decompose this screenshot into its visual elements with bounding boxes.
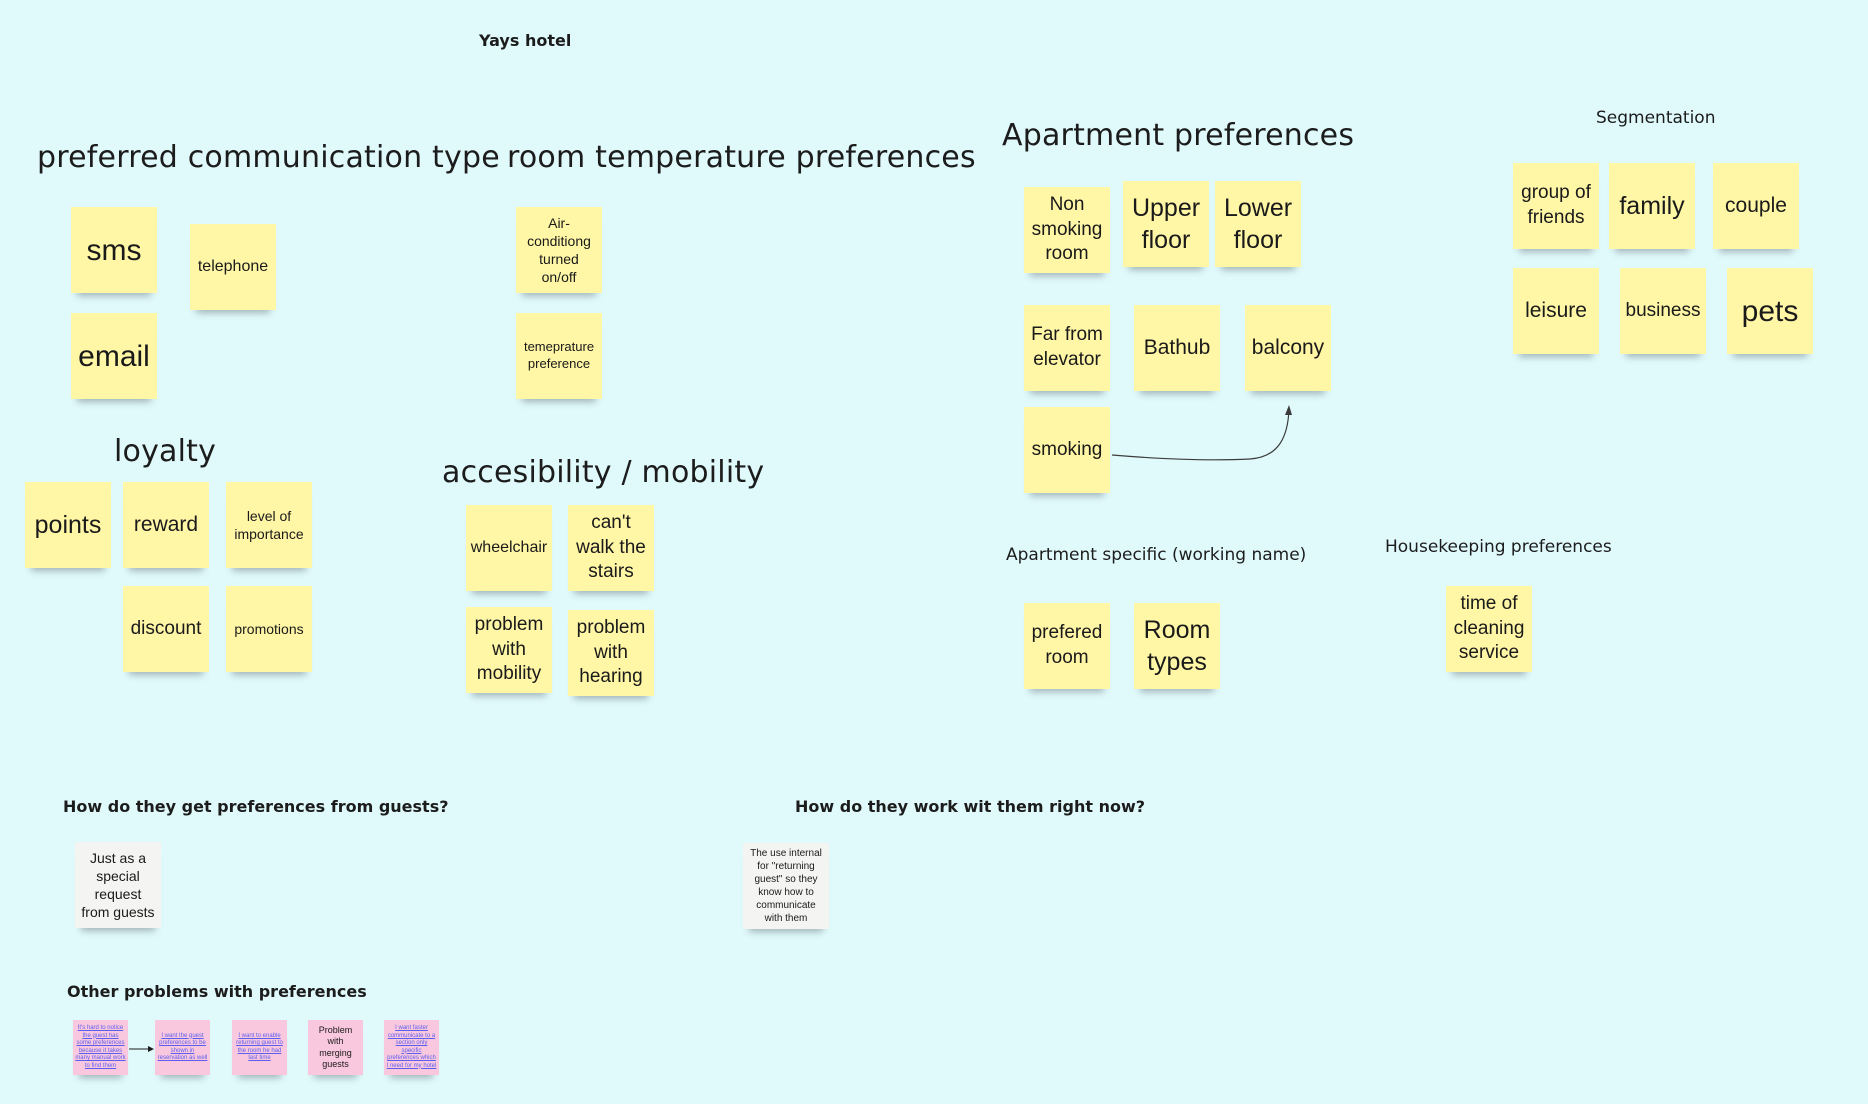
sticky-note[interactable]: level of importance — [226, 482, 312, 568]
sticky-note[interactable]: temeprature preference — [516, 313, 602, 399]
heading-apartment: Apartment preferences — [1002, 118, 1355, 153]
heading-communication: preferred communication type — [37, 140, 500, 175]
sticky-note[interactable]: discount — [123, 586, 209, 672]
sticky-note[interactable]: Far from elevator — [1024, 305, 1110, 391]
heading-housekeeping: Housekeeping preferences — [1385, 537, 1612, 557]
sticky-note[interactable]: time of cleaning service — [1446, 586, 1532, 672]
sticky-note[interactable]: Lower floor — [1215, 181, 1301, 267]
sticky-note[interactable]: business — [1620, 268, 1706, 354]
connector-arrow[interactable] — [1100, 395, 1320, 475]
sticky-note[interactable]: Just as a special request from guests — [75, 842, 161, 928]
sticky-note[interactable]: email — [71, 313, 157, 399]
sticky-note[interactable]: can't walk the stairs — [568, 505, 654, 591]
heading-get-preferences: How do they get preferences from guests? — [63, 797, 449, 816]
sticky-note[interactable]: group of friends — [1513, 163, 1599, 249]
sticky-note[interactable]: reward — [123, 482, 209, 568]
sticky-note[interactable]: problem with hearing — [568, 610, 654, 696]
sticky-note[interactable]: I want the guest preferences to be shown… — [155, 1020, 210, 1075]
sticky-note[interactable]: telephone — [190, 224, 276, 310]
sticky-note[interactable]: Air-conditiong turned on/off — [516, 207, 602, 293]
sticky-note[interactable]: Bathub — [1134, 305, 1220, 391]
sticky-note[interactable]: The use internal for "returning guest" s… — [743, 843, 829, 929]
sticky-note[interactable]: promotions — [226, 586, 312, 672]
sticky-note[interactable]: pets — [1727, 268, 1813, 354]
sticky-note[interactable]: balcony — [1245, 305, 1331, 391]
heading-segmentation: Segmentation — [1596, 108, 1716, 128]
heading-work-with: How do they work wit them right now? — [795, 797, 1146, 816]
sticky-note[interactable]: sms — [71, 207, 157, 293]
board-title: Yays hotel — [479, 31, 572, 50]
sticky-note[interactable]: It's hard to notice the guest has some p… — [73, 1020, 128, 1075]
sticky-note[interactable]: points — [25, 482, 111, 568]
sticky-note[interactable]: I want faster communicate to a section o… — [384, 1020, 439, 1075]
sticky-note[interactable]: problem with mobility — [466, 607, 552, 693]
sticky-note[interactable]: couple — [1713, 163, 1799, 249]
heading-accessibility: accesibility / mobility — [442, 455, 765, 490]
sticky-note[interactable]: Upper floor — [1123, 181, 1209, 267]
sticky-note[interactable]: wheelchair — [466, 505, 552, 591]
sticky-note[interactable]: family — [1609, 163, 1695, 249]
heading-apartment-specific: Apartment specific (working name) — [1006, 545, 1307, 565]
sticky-note[interactable]: prefered room — [1024, 603, 1110, 689]
connector-arrow[interactable] — [128, 1042, 156, 1056]
heading-loyalty: loyalty — [114, 434, 217, 469]
sticky-note[interactable]: smoking — [1024, 407, 1110, 493]
sticky-note[interactable]: leisure — [1513, 268, 1599, 354]
sticky-note[interactable]: Non smoking room — [1024, 187, 1110, 273]
heading-other-problems: Other problems with preferences — [67, 982, 367, 1001]
heading-temperature: room temperature preferences — [507, 140, 976, 175]
sticky-note[interactable]: I want to enable returning guest to the … — [232, 1020, 287, 1075]
sticky-note[interactable]: Room types — [1134, 603, 1220, 689]
sticky-note[interactable]: Problem with merging guests — [308, 1020, 363, 1075]
